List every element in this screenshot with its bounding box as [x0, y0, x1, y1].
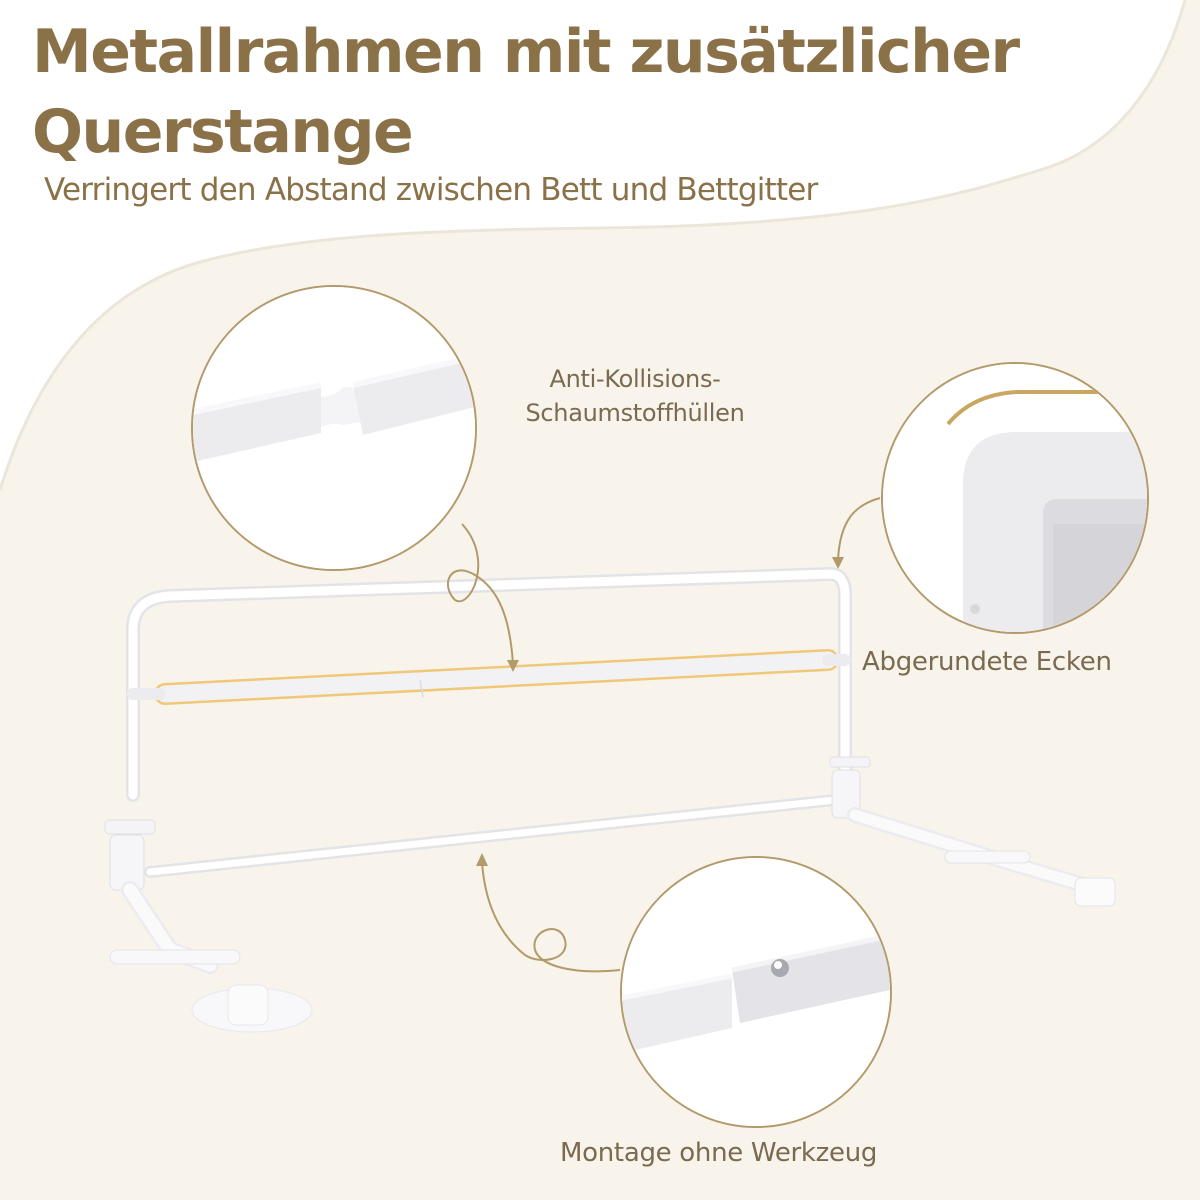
tool-free-assembly-detail-circle [620, 856, 892, 1128]
foam-sleeves-label: Anti-Kollisions- Schaumstoffhüllen [470, 362, 800, 430]
foam-label-line-1: Anti-Kollisions- [549, 365, 721, 393]
page-title: Metallrahmen mit zusätzlicher Querstange [32, 12, 1020, 172]
title-line-2: Querstange [32, 97, 414, 167]
push-button-tube-icon [622, 858, 890, 1126]
rounded-corners-label: Abgerundete Ecken [862, 647, 1112, 677]
foam-label-line-2: Schaumstoffhüllen [525, 399, 745, 427]
foam-padded-bar-icon [193, 287, 475, 569]
page-subtitle: Verringert den Abstand zwischen Bett und… [44, 172, 818, 208]
rounded-corners-detail-circle [881, 362, 1149, 634]
white-header-blob [0, 0, 1185, 490]
tool-free-assembly-label: Montage ohne Werkzeug [560, 1138, 878, 1168]
foam-sleeve-detail-circle [191, 285, 477, 571]
rounded-corner-icon [883, 364, 1147, 632]
title-line-1: Metallrahmen mit zusätzlicher [32, 17, 1020, 87]
